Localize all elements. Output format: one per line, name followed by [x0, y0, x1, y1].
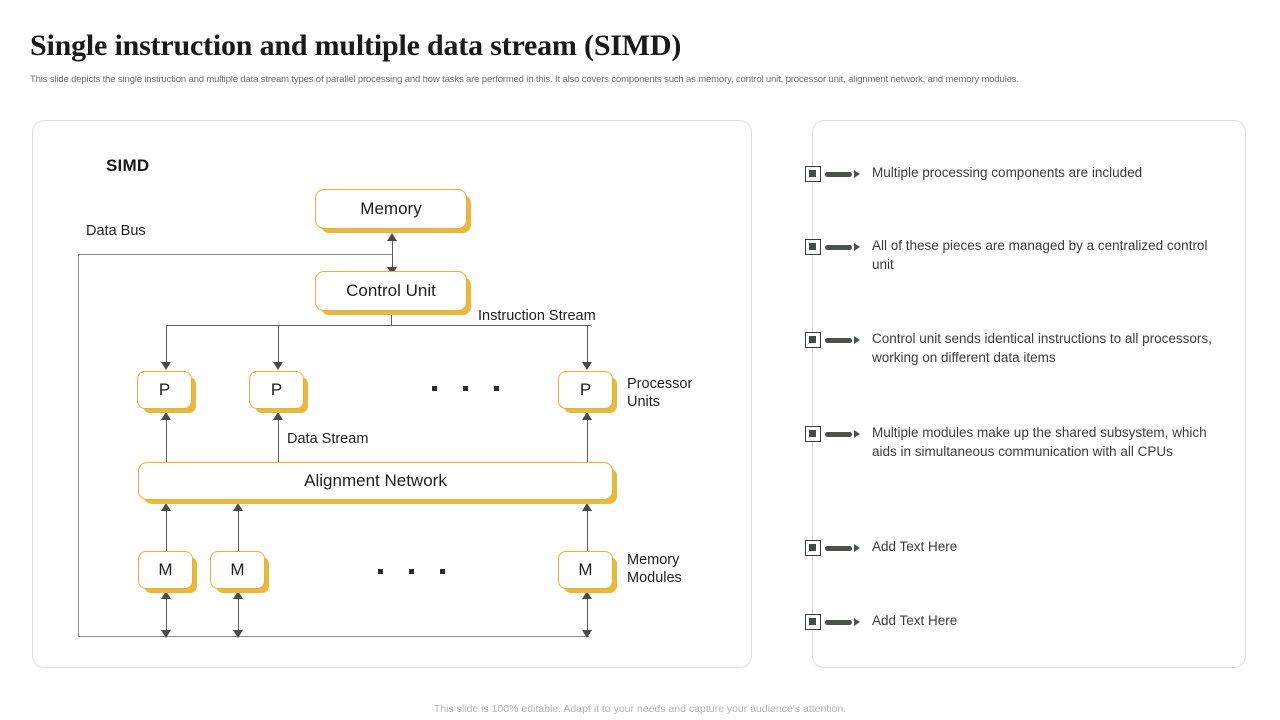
box-processor-1[interactable]: P	[137, 371, 192, 409]
label-data-bus: Data Bus	[86, 223, 146, 239]
m3-bus-line	[587, 593, 588, 637]
list-item[interactable]: Control unit sends identical instruction…	[805, 329, 1232, 367]
bullets-card: Multiple processing components are inclu…	[805, 120, 1246, 668]
box-alignment-network[interactable]: Alignment Network	[138, 462, 613, 500]
box-control-unit[interactable]: Control Unit	[315, 271, 467, 311]
list-item[interactable]: Add Text Here	[805, 537, 957, 556]
diagram-title: SIMD	[106, 156, 150, 175]
list-item[interactable]: Multiple processing components are inclu…	[805, 163, 1142, 182]
processor-ellipsis	[432, 386, 499, 391]
box-memory-module-2[interactable]: M	[210, 551, 265, 589]
m1-bus-arrow-up	[161, 591, 171, 599]
label-memory-modules: Memory Modules	[627, 552, 682, 586]
p2-align-arrow-up	[273, 412, 283, 420]
memory-cu-arrow-up	[387, 233, 397, 241]
box-memory[interactable]: Memory	[315, 189, 467, 229]
m3-bus-arrow-down	[582, 630, 592, 638]
arrow-dash-icon	[821, 426, 865, 442]
label-instruction-stream: Instruction Stream	[478, 308, 596, 324]
align-m3-arrow-up	[582, 503, 592, 511]
ellipsis-dot	[463, 386, 468, 391]
ellipsis-dot	[432, 386, 437, 391]
p1-align-arrow-up	[161, 412, 171, 420]
square-bullet-icon	[805, 614, 821, 630]
list-item[interactable]: Add Text Here	[805, 611, 957, 630]
data-bus-top-line	[78, 254, 393, 255]
ellipsis-dot	[378, 569, 383, 574]
list-item-label: Multiple modules make up the shared subs…	[872, 425, 1207, 459]
box-processor-2[interactable]: P	[249, 371, 304, 409]
footer-note: This slide is 100% editable. Adapt it to…	[433, 703, 847, 715]
box-processor-3[interactable]: P	[558, 371, 613, 409]
align-m1-line	[166, 505, 167, 557]
ellipsis-dot	[494, 386, 499, 391]
cu-fanout-line	[166, 325, 591, 326]
square-bullet-icon	[805, 426, 821, 442]
label-data-stream: Data Stream	[287, 431, 369, 447]
p3-align-arrow-up	[582, 412, 592, 420]
list-item-label: Add Text Here	[872, 613, 958, 628]
m2-bus-arrow-up	[233, 591, 243, 599]
square-bullet-icon	[805, 166, 821, 182]
simd-diagram: Data Bus Memory Control Unit Instruction…	[33, 121, 751, 667]
align-m3-line	[587, 505, 588, 557]
m2-bus-line	[238, 593, 239, 637]
list-item-label: Add Text Here	[872, 539, 958, 554]
cu-drop-p3-arrow	[582, 362, 592, 370]
cu-drop-p2	[278, 325, 279, 367]
cu-stem-line	[391, 311, 392, 325]
page-title: Single instruction and multiple data str…	[30, 29, 682, 62]
cu-drop-p2-arrow	[273, 362, 283, 370]
square-bullet-icon	[805, 332, 821, 348]
arrow-dash-icon	[821, 239, 865, 255]
box-memory-module-3[interactable]: M	[558, 551, 613, 589]
m3-bus-arrow-up	[582, 591, 592, 599]
arrow-dash-icon	[821, 540, 865, 556]
m1-bus-line	[166, 593, 167, 637]
arrow-dash-icon	[821, 614, 865, 630]
align-m1-arrow-up	[161, 503, 171, 511]
ellipsis-dot	[440, 569, 445, 574]
cu-drop-p3	[587, 325, 588, 367]
diagram-card: SIMD Data Bus Memory Control Unit Instru…	[32, 120, 752, 668]
arrow-dash-icon	[821, 166, 865, 182]
cu-drop-p1	[166, 325, 167, 367]
align-m2-line	[238, 505, 239, 557]
m1-bus-arrow-down	[161, 630, 171, 638]
label-processor-units: Processor Units	[627, 376, 693, 410]
list-item-label: All of these pieces are managed by a cen…	[872, 238, 1208, 272]
arrow-dash-icon	[821, 332, 865, 348]
align-m2-arrow-up	[233, 503, 243, 511]
cu-drop-p1-arrow	[161, 362, 171, 370]
p2-align-line	[278, 414, 279, 469]
list-item-label: Control unit sends identical instruction…	[872, 331, 1212, 365]
data-bus-bottom-line	[78, 636, 589, 637]
page-subtitle: This slide depicts the single instructio…	[30, 74, 1019, 85]
square-bullet-icon	[805, 540, 821, 556]
p1-align-line	[166, 414, 167, 469]
list-item[interactable]: All of these pieces are managed by a cen…	[805, 236, 1232, 274]
ellipsis-dot	[409, 569, 414, 574]
m2-bus-arrow-down	[233, 630, 243, 638]
box-memory-module-1[interactable]: M	[138, 551, 193, 589]
data-bus-left-line	[78, 254, 79, 637]
list-item[interactable]: Multiple modules make up the shared subs…	[805, 423, 1232, 461]
list-item-label: Multiple processing components are inclu…	[872, 165, 1143, 180]
memory-cu-line	[392, 235, 393, 273]
square-bullet-icon	[805, 239, 821, 255]
memory-module-ellipsis	[378, 569, 445, 574]
p3-align-line	[587, 414, 588, 469]
